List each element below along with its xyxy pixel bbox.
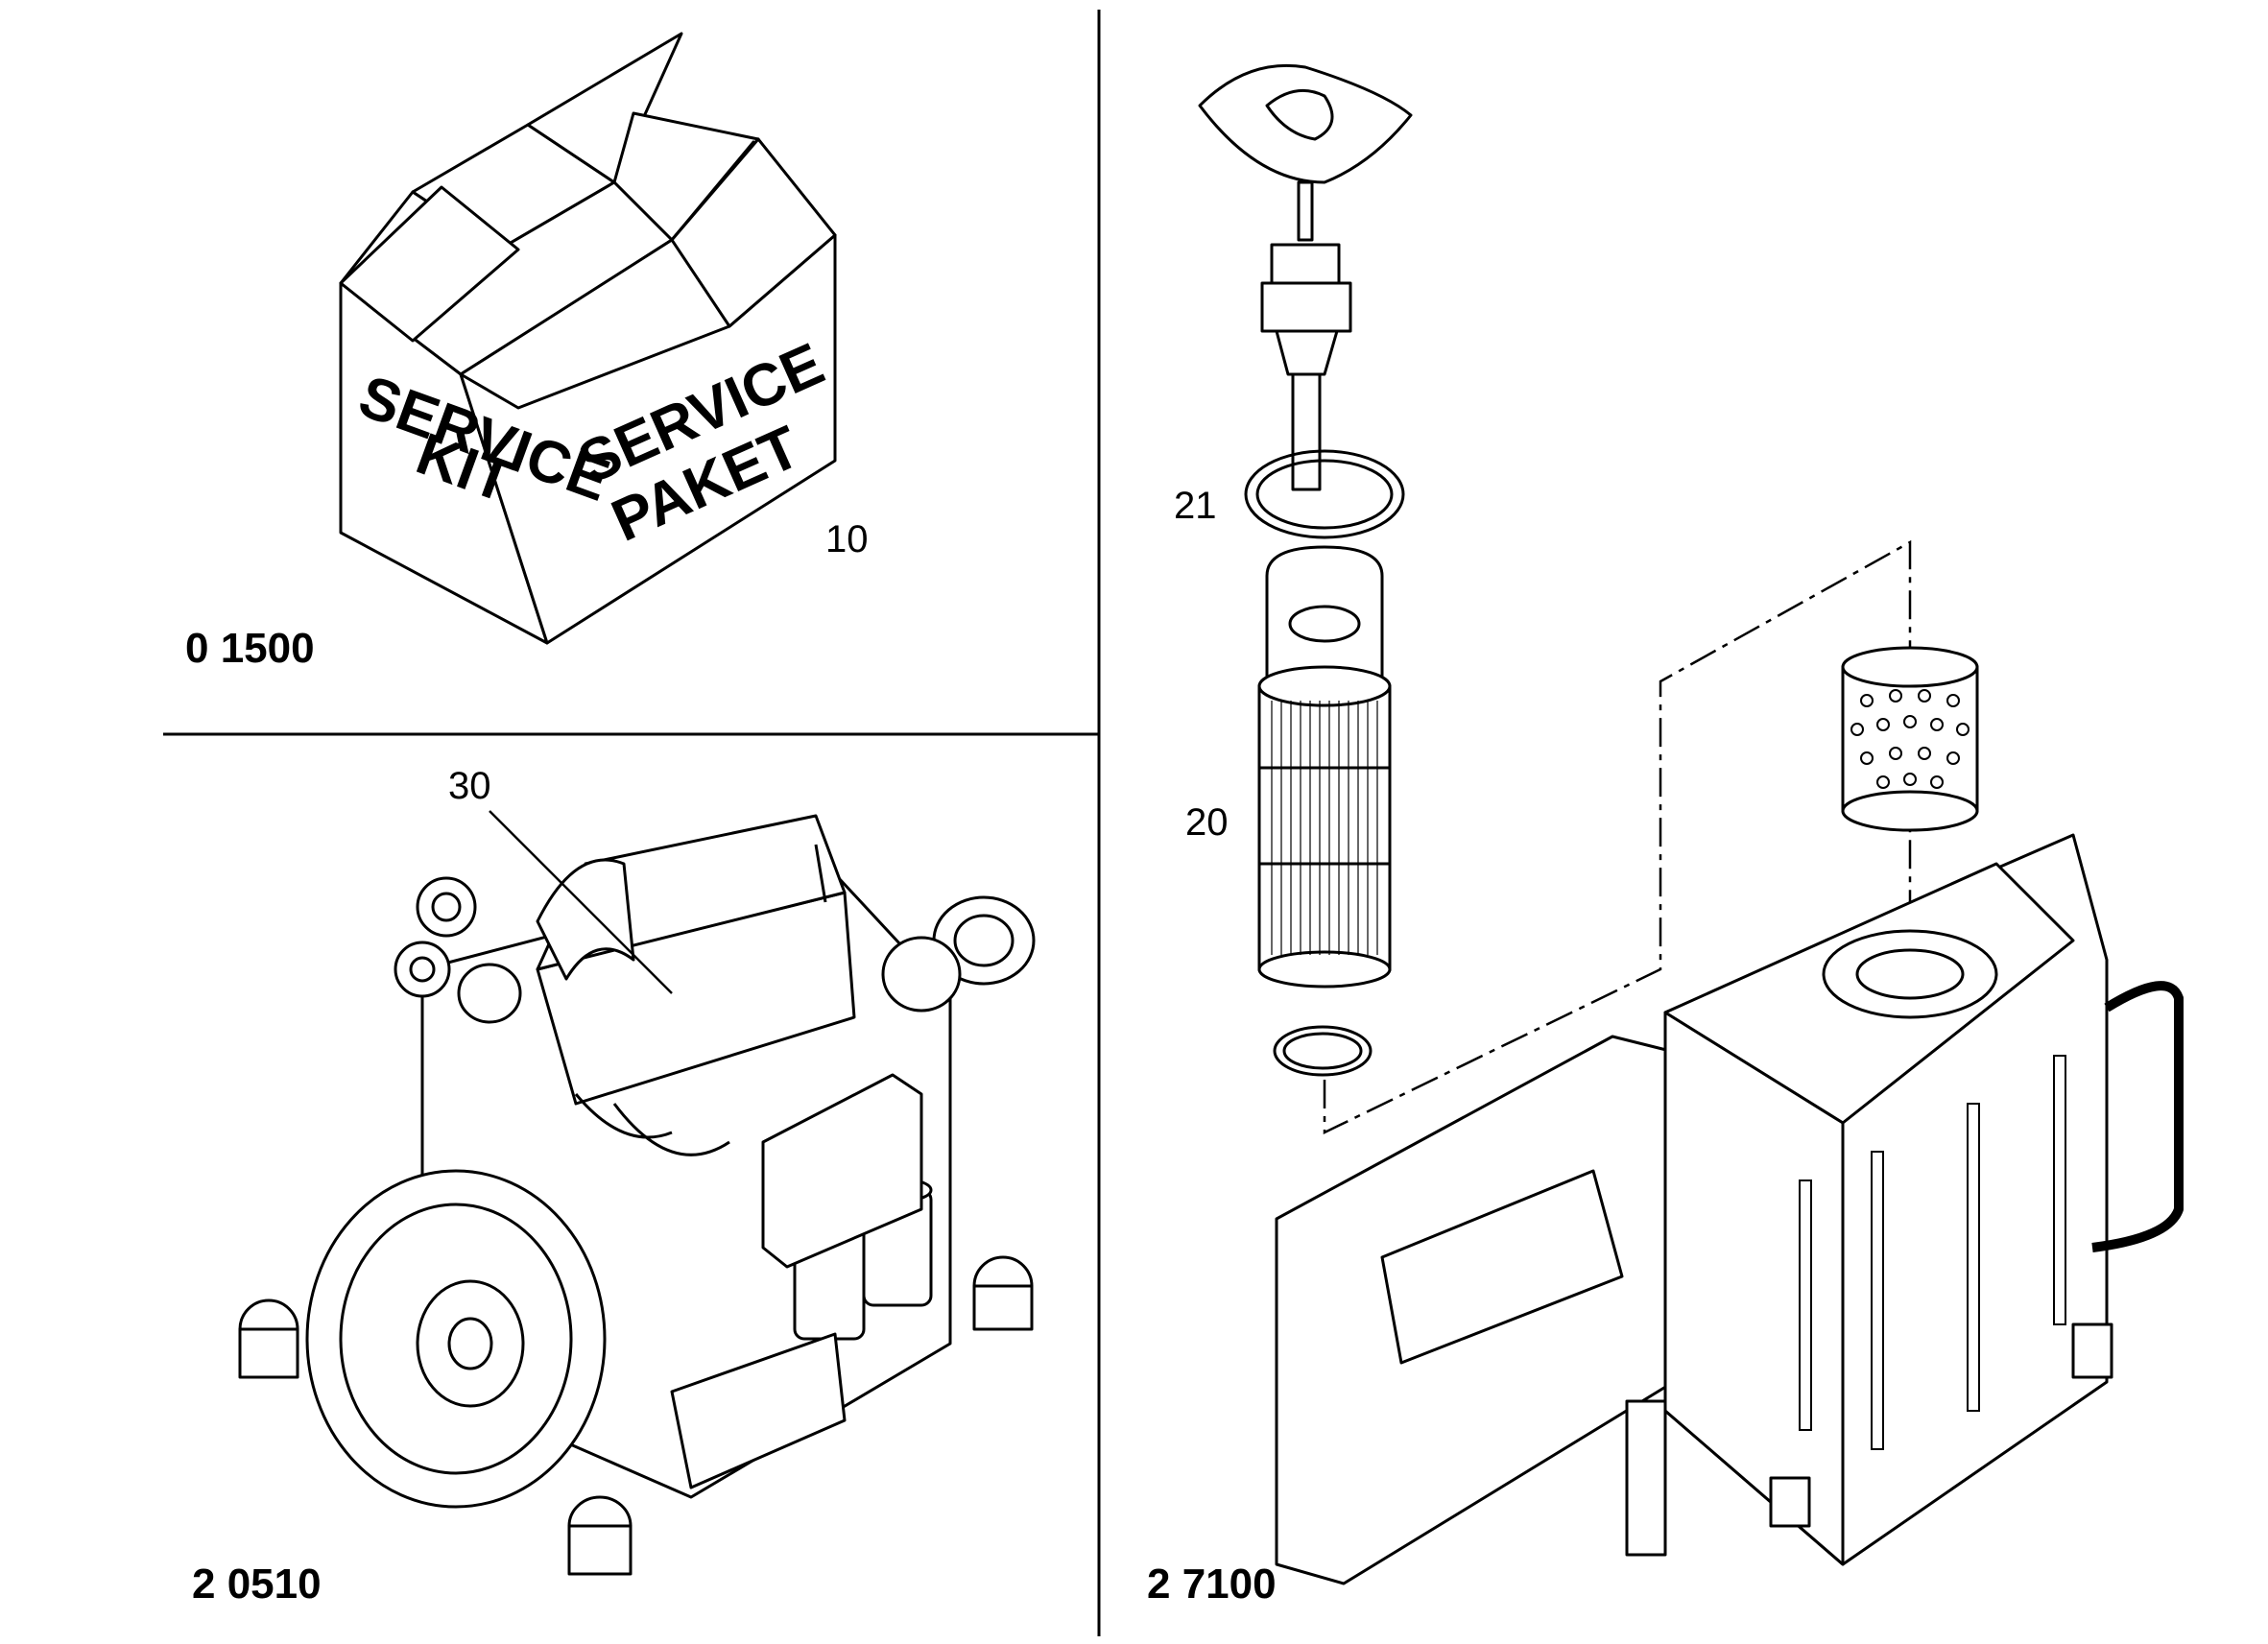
o-ring-21 — [1244, 449, 1405, 539]
callout-10: 10 — [825, 518, 869, 560]
filler-cap-assembly — [1198, 63, 1413, 491]
strainer-basket — [1841, 646, 1979, 832]
section-code-2-7100: 2 7100 — [1147, 1561, 1277, 1608]
leader-30 — [489, 810, 673, 994]
filter-seal — [1273, 1025, 1373, 1077]
callout-30: 30 — [448, 765, 491, 807]
hydraulic-tank — [1275, 833, 2184, 1585]
section-code-2-0510: 2 0510 — [192, 1561, 322, 1608]
tank-slots — [1799, 1055, 2066, 1450]
callout-21: 21 — [1174, 485, 1217, 527]
section-code-0-1500: 0 1500 — [185, 625, 315, 672]
engine-assembly — [238, 814, 1036, 1576]
filter-pleats — [1271, 701, 1378, 955]
service-kit-box — [339, 32, 837, 645]
callout-20: 20 — [1185, 801, 1229, 844]
filter-element-20 — [1257, 545, 1392, 989]
strainer-holes — [1850, 689, 1970, 789]
assembly-line — [1323, 539, 1912, 1134]
